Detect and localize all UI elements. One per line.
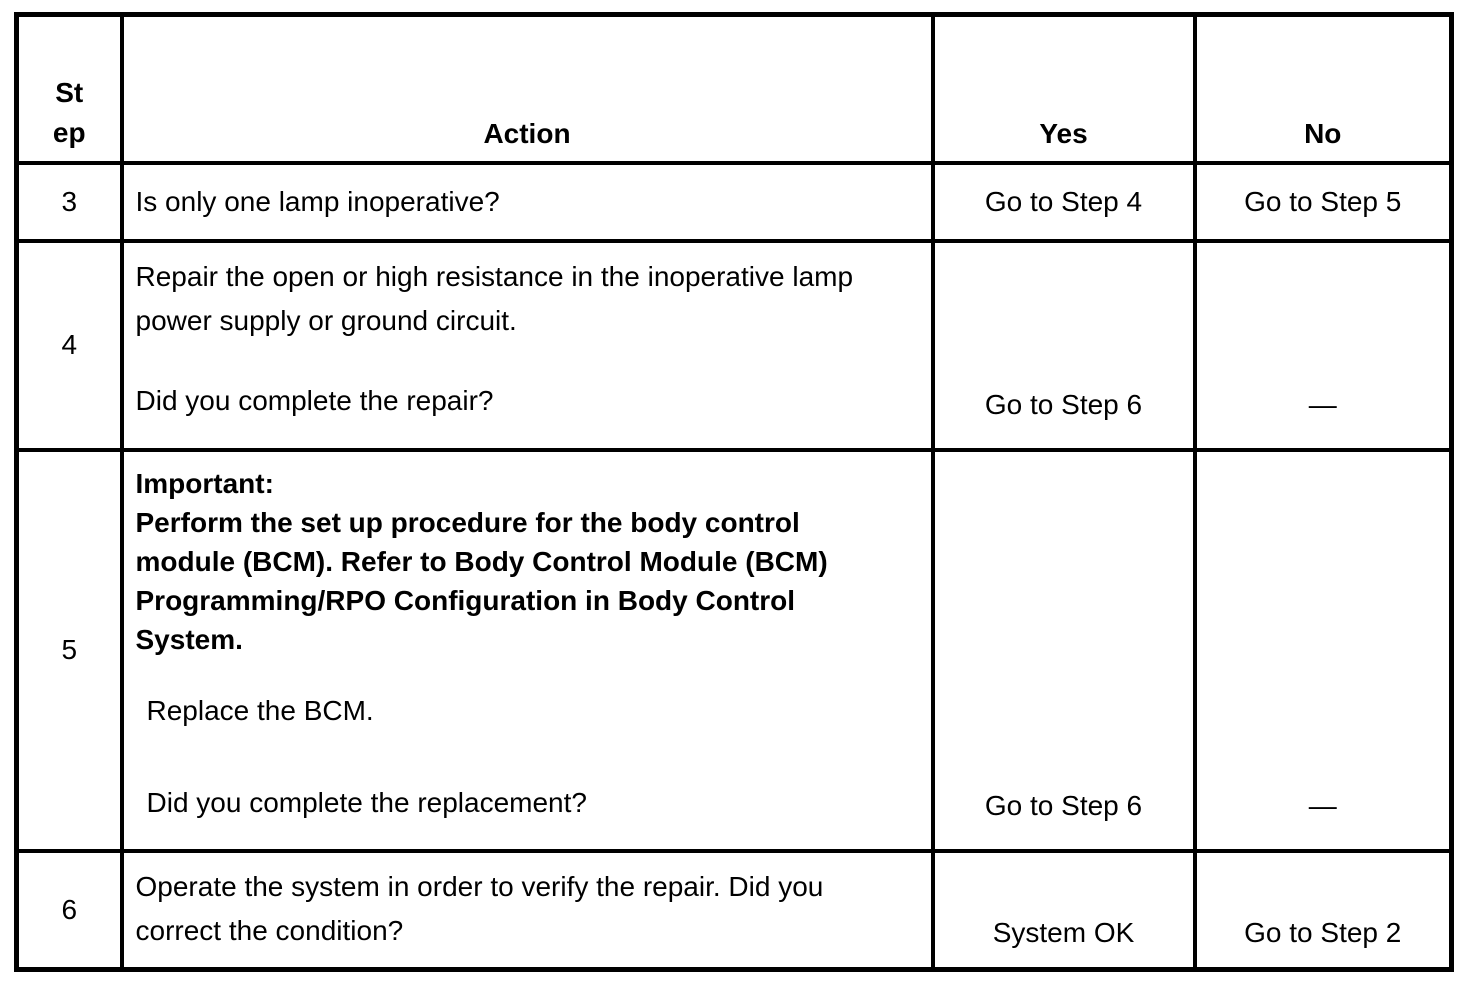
- diagnostic-step-table: St ep Action Yes No 3 Is only one lamp i…: [14, 12, 1454, 972]
- action-text: Operate the system in order to verify th…: [135, 870, 824, 946]
- important-text: Perform the set up procedure for the bod…: [135, 506, 828, 655]
- yes-cell: Go to Step 4: [930, 160, 1197, 243]
- action-cell: Operate the system in order to verify th…: [119, 848, 935, 972]
- header-action: Action: [119, 12, 935, 165]
- header-yes: Yes: [930, 12, 1197, 165]
- step-number: 4: [14, 238, 124, 452]
- table-header-row: St ep Action Yes No: [14, 12, 1454, 165]
- action-cell: Repair the open or high resistance in th…: [119, 238, 935, 452]
- no-cell: Go to Step 2: [1192, 848, 1454, 972]
- action-text: Repair the open or high resistance in th…: [135, 260, 854, 336]
- action-cell: Important: Perform the set up procedure …: [119, 447, 935, 853]
- important-heading: Important:: [135, 467, 274, 499]
- action-question: Did you complete the replacement?: [146, 786, 587, 818]
- table-row-step-4: 4 Repair the open or high resistance in …: [14, 238, 1454, 452]
- yes-cell: Go to Step 6: [930, 447, 1197, 853]
- action-cell: Is only one lamp inoperative?: [119, 160, 935, 243]
- action-text: Is only one lamp inoperative?: [135, 185, 500, 217]
- no-cell: Go to Step 5: [1192, 160, 1454, 243]
- table-row-step-3: 3 Is only one lamp inoperative? Go to St…: [14, 160, 1454, 243]
- table-row-step-6: 6 Operate the system in order to verify …: [14, 848, 1454, 972]
- step-number: 3: [14, 160, 124, 243]
- header-no: No: [1192, 12, 1454, 165]
- action-instruction: Replace the BCM.: [146, 694, 374, 726]
- no-cell: —: [1192, 238, 1454, 452]
- step-number: 5: [14, 447, 124, 853]
- table-row-step-5: 5 Important: Perform the set up procedur…: [14, 447, 1454, 853]
- step-number: 6: [14, 848, 124, 972]
- yes-cell: Go to Step 6: [930, 238, 1197, 452]
- no-cell: —: [1192, 447, 1454, 853]
- yes-cell: System OK: [930, 848, 1197, 972]
- action-question: Did you complete the repair?: [135, 384, 494, 416]
- header-step: St ep: [14, 12, 124, 165]
